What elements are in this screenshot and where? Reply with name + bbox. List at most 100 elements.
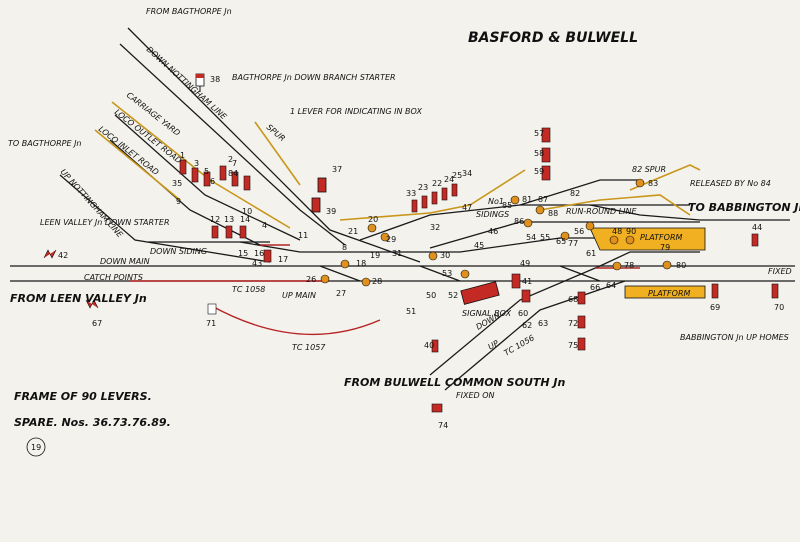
bulwell-up-track xyxy=(444,280,626,391)
lever-2: 2 xyxy=(228,155,233,164)
lever-25: 25 xyxy=(452,171,462,180)
lever-44: 44 xyxy=(752,223,762,232)
lever-67: 67 xyxy=(92,319,102,328)
lever-68: 68 xyxy=(568,295,578,304)
label-spur-82: 82 SPUR xyxy=(632,165,666,174)
label-platform-upper: PLATFORM xyxy=(640,233,683,242)
lever-32: 32 xyxy=(430,223,440,232)
signals xyxy=(43,73,779,413)
lever-56: 56 xyxy=(574,227,584,236)
signal-69 xyxy=(711,283,719,299)
lever-62: 62 xyxy=(522,321,532,330)
lever-27: 27 xyxy=(336,289,346,298)
run-round-siding xyxy=(539,194,691,216)
lever-69: 69 xyxy=(710,303,720,312)
through-road-track xyxy=(239,237,640,253)
yard-siding xyxy=(339,169,526,221)
lever-52: 52 xyxy=(448,291,458,300)
signal-68-75 xyxy=(577,291,586,351)
lever-84: 84 xyxy=(228,169,238,178)
crossover-1 xyxy=(319,265,361,282)
sheet-number: 19 xyxy=(31,443,41,452)
label-from-bagthorpe: FROM BAGTHORPE Jn xyxy=(146,7,232,16)
lever-82: 82 xyxy=(570,189,580,198)
signal-37-39 xyxy=(311,177,327,213)
signal-box-shape xyxy=(460,281,500,305)
lever-10: 10 xyxy=(242,207,252,216)
lever-45: 45 xyxy=(474,241,484,250)
label-from-bulwell-common: FROM BULWELL COMMON SOUTH Jn xyxy=(344,376,566,389)
lever-47: 47 xyxy=(462,203,472,212)
label-tc-1058: TC 1058 xyxy=(232,285,265,294)
lever-34: 34 xyxy=(462,169,472,178)
signal-41 xyxy=(511,273,521,289)
lever-43: 43 xyxy=(252,259,262,268)
lever-16: 16 xyxy=(254,249,264,258)
signal-44 xyxy=(751,233,759,247)
label-loco-outlet-road: LOCO OUTLET ROAD xyxy=(113,107,183,165)
lever-22: 22 xyxy=(432,179,442,188)
lever-86: 86 xyxy=(514,217,524,226)
loco-outlet-road-track xyxy=(114,114,301,241)
lever-12: 12 xyxy=(210,215,220,224)
signal-40 xyxy=(431,339,439,353)
lever-26: 26 xyxy=(306,275,316,284)
lever-46: 46 xyxy=(488,227,498,236)
label-from-leen-valley: FROM LEEN VALLEY Jn xyxy=(10,292,147,305)
lever-40: 40 xyxy=(424,341,434,350)
signal-70 xyxy=(771,283,779,299)
spur-82-track xyxy=(519,179,640,206)
siding-lines xyxy=(94,101,701,229)
lever-70: 70 xyxy=(774,303,784,312)
label-fixed-top: FIXED xyxy=(768,267,792,276)
lever-81: 81 xyxy=(522,195,532,204)
lever-49: 49 xyxy=(520,259,530,268)
lever-50: 50 xyxy=(426,291,436,300)
signal-group-12-14 xyxy=(211,225,247,239)
lever-8: 8 xyxy=(342,243,347,252)
track-circuits xyxy=(130,244,640,336)
signal-74 xyxy=(431,403,443,413)
signal-57-59 xyxy=(541,127,551,181)
lever-37: 37 xyxy=(332,165,342,174)
label-up-nottingham-line: UP NOTTINGHAM LINE xyxy=(59,167,126,240)
lever-1: 1 xyxy=(180,151,185,160)
diagram-title: BASFORD & BULWELL xyxy=(468,30,638,46)
lever-59: 59 xyxy=(534,167,544,176)
lever-53: 53 xyxy=(442,269,452,278)
label-down-branch-starter: BAGTHORPE Jn DOWN BRANCH STARTER xyxy=(232,73,396,82)
loco-siding xyxy=(94,129,181,201)
lever-54: 54 xyxy=(526,233,536,242)
lever-6: 6 xyxy=(210,177,215,186)
lever-28: 28 xyxy=(372,277,382,286)
lever-23: 23 xyxy=(418,183,428,192)
sheet-number-circle xyxy=(26,437,46,457)
signal-38 xyxy=(195,73,205,92)
label-sidings: SIDINGS xyxy=(476,210,509,219)
lever-4: 4 xyxy=(262,221,267,230)
lever-24: 24 xyxy=(444,175,454,184)
lever-13: 13 xyxy=(224,215,234,224)
running-lines xyxy=(10,27,795,391)
lever-38: 38 xyxy=(210,75,220,84)
lever-39: 39 xyxy=(326,207,336,216)
lever-51: 51 xyxy=(406,307,416,316)
spur-82-siding xyxy=(629,164,701,191)
label-run-round-line: RUN-ROUND LINE xyxy=(566,207,637,216)
label-up-main: UP MAIN xyxy=(282,291,316,300)
lever-14: 14 xyxy=(240,215,250,224)
down-branch-track xyxy=(119,43,346,246)
lever-numbers: 1 2 3 4 5 6 7 8 9 10 11 12 13 14 15 16 1… xyxy=(58,75,784,430)
lever-83: 83 xyxy=(648,179,658,188)
lever-57: 57 xyxy=(534,129,544,138)
lever-74: 74 xyxy=(438,421,448,430)
label-signal-box: SIGNAL BOX xyxy=(462,309,512,318)
lever-87: 87 xyxy=(538,195,548,204)
lever-29: 29 xyxy=(386,235,396,244)
label-to-bagthorpe: TO BAGTHORPE Jn xyxy=(8,139,82,148)
lever-17: 17 xyxy=(278,255,288,264)
label-lever-indicating: 1 LEVER FOR INDICATING IN BOX xyxy=(290,107,423,116)
lever-80: 80 xyxy=(676,261,686,270)
up-nottingham-line-track xyxy=(59,174,271,263)
